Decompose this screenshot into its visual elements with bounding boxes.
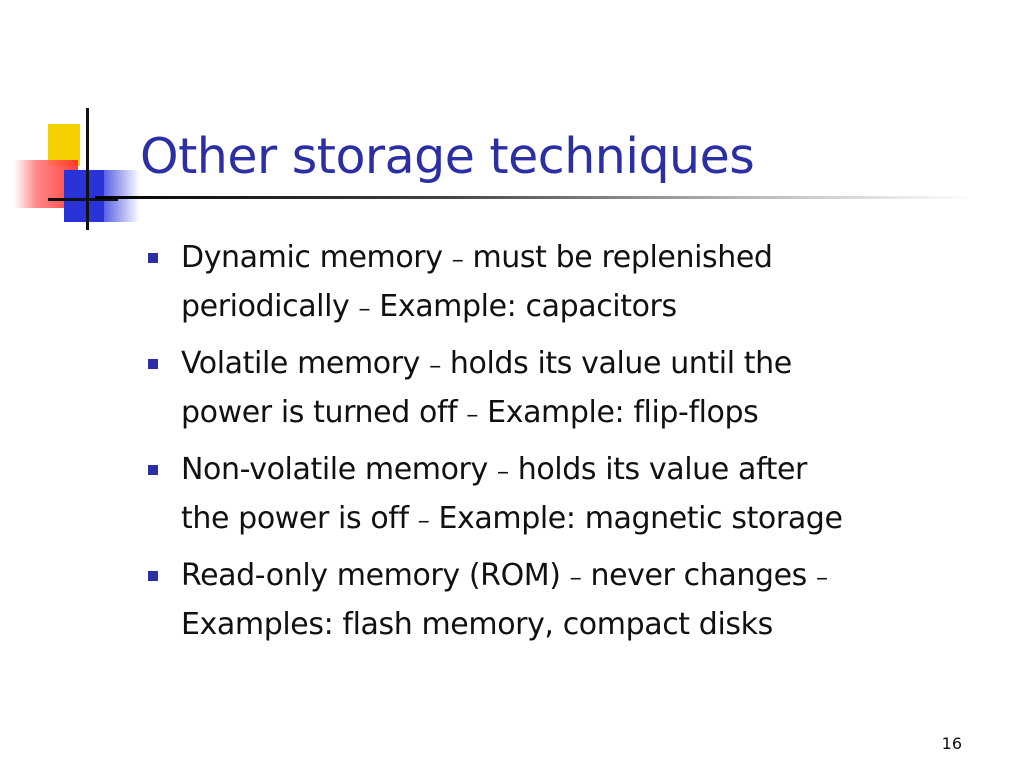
dash-separator: – — [496, 457, 509, 485]
bullet-line: periodically – Example: capacitors — [181, 283, 1008, 332]
dash-separator: – — [358, 294, 371, 322]
bullet-text: power is turned off — [181, 395, 467, 430]
bullet-text: the power is off — [181, 501, 418, 536]
dash-separator: – — [429, 351, 441, 379]
title-underline — [95, 196, 975, 199]
square-bullet-icon — [148, 465, 158, 475]
dash-separator: – — [816, 563, 828, 591]
bullet-text: Examples: flash memory, compact disks — [181, 607, 773, 642]
dash-separator: – — [451, 245, 464, 273]
bullet-text: must be replenished — [463, 240, 773, 275]
bullet-text: Example: flip-flops — [478, 395, 759, 430]
bullet-item-volatile-memory: Volatile memory – holds its value until … — [148, 340, 1008, 438]
logo-horizontal-line — [48, 198, 118, 201]
bullet-line: the power is off – Example: magnetic sto… — [181, 495, 1008, 544]
bullet-line: Examples: flash memory, compact disks — [181, 601, 1008, 649]
bullet-line: Read-only memory (ROM) – never changes – — [181, 552, 1008, 601]
bullet-line: Volatile memory – holds its value until … — [181, 340, 1008, 389]
bullet-line: Non-volatile memory – holds its value af… — [181, 446, 1008, 495]
bullet-text: Dynamic memory — [181, 240, 452, 275]
dash-separator: – — [466, 400, 479, 428]
dash-separator: – — [417, 506, 430, 534]
square-bullet-icon — [148, 571, 158, 581]
slide-title: Other storage techniques — [140, 128, 755, 185]
logo-vertical-line — [86, 108, 89, 230]
bullet-text: holds its value after — [508, 452, 808, 487]
bullet-text: Volatile memory — [181, 346, 430, 381]
bullet-text: Example: magnetic storage — [429, 501, 843, 536]
bullet-text: periodically — [181, 289, 359, 324]
bullet-line: power is turned off – Example: flip-flop… — [181, 389, 1008, 438]
bullet-text: Example: capacitors — [370, 289, 677, 324]
bullet-item-non-volatile-memory: Non-volatile memory – holds its value af… — [148, 446, 1008, 544]
dash-separator: – — [569, 563, 582, 591]
bullet-text: Non-volatile memory — [181, 452, 497, 487]
square-bullet-icon — [148, 253, 158, 263]
slide-logo-graphic — [0, 100, 150, 240]
bullet-item-read-only-memory: Read-only memory (ROM) – never changes –… — [148, 552, 1008, 649]
bullet-list: Dynamic memory – must be replenished per… — [148, 234, 1008, 657]
bullet-text: never changes — [581, 558, 817, 593]
bullet-text: holds its value until the — [440, 346, 792, 381]
logo-yellow-square — [48, 124, 80, 166]
bullet-item-dynamic-memory: Dynamic memory – must be replenished per… — [148, 234, 1008, 332]
page-number: 16 — [941, 734, 962, 753]
bullet-line: Dynamic memory – must be replenished — [181, 234, 1008, 283]
bullet-text: Read-only memory (ROM) — [181, 558, 570, 593]
square-bullet-icon — [148, 359, 158, 369]
